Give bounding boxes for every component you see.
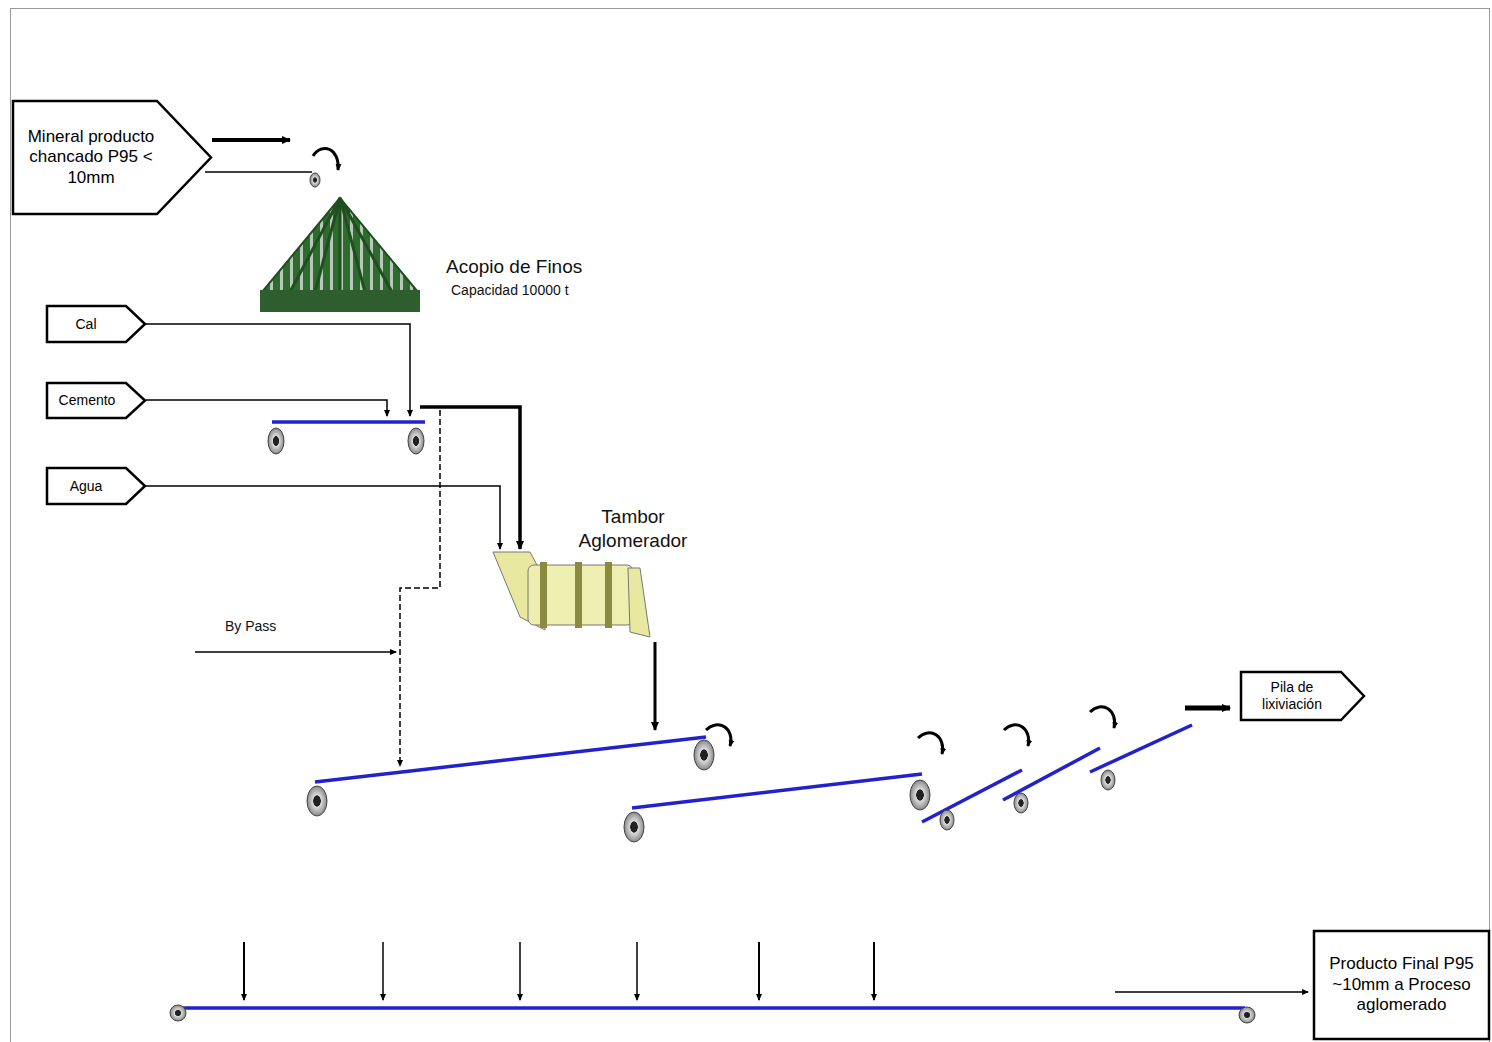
bypass-label: By Pass [225, 618, 276, 634]
node-text: Cemento [48, 392, 126, 409]
input-arrow-box: Mineral producto chancado P95 < 10mm [12, 100, 212, 215]
output-box: Producto Final P95 ~10mm a Proceso aglom… [1313, 930, 1490, 1040]
frame [10, 8, 1490, 1042]
drum-label: Tambor Aglomerador [563, 505, 703, 553]
capacity-note: Capacidad 10000 t [451, 282, 569, 298]
stockpile-label: Acopio de Finos [446, 256, 582, 278]
reagent-box: Cal [46, 305, 146, 343]
output-arrow-box: Pila de lixiviación [1240, 671, 1365, 721]
reagent-box: Agua [46, 467, 146, 505]
node-text: Producto Final P95 ~10mm a Proceso aglom… [1319, 954, 1484, 1015]
reagent-box: Cemento [46, 382, 146, 419]
node-text: Pila de lixiviación [1242, 679, 1342, 713]
node-text: Cal [48, 316, 124, 333]
node-text: Mineral producto chancado P95 < 10mm [16, 127, 166, 188]
node-text: Agua [48, 478, 124, 495]
